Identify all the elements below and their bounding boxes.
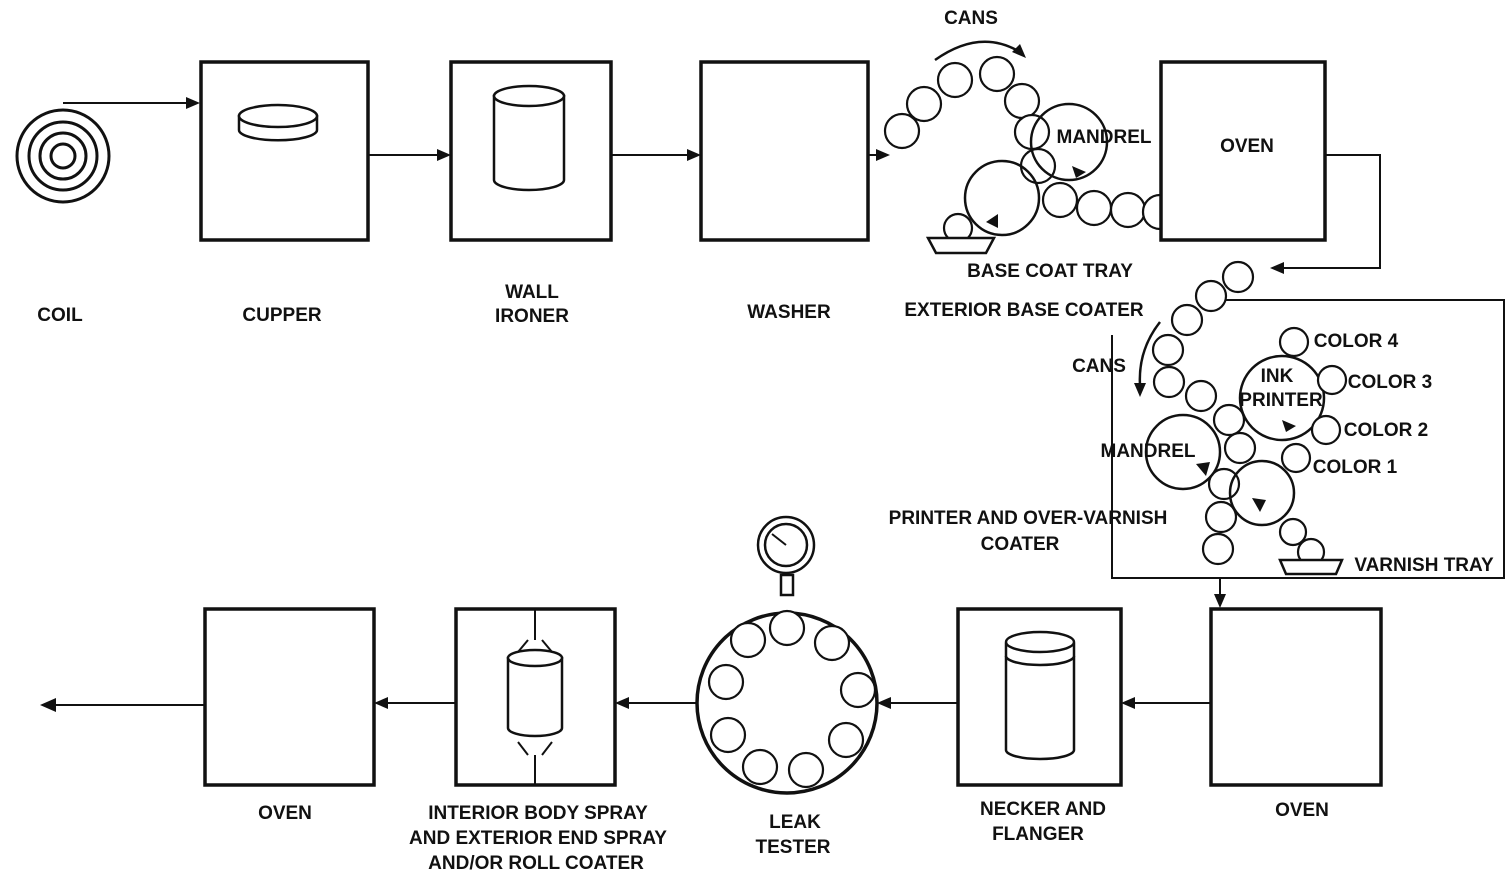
base-coat-tray-label: BASE COAT TRAY bbox=[967, 261, 1133, 282]
arrow-oven-to-printer bbox=[1282, 154, 1381, 269]
leak-tester-label-2: TESTER bbox=[756, 837, 831, 858]
color-stations bbox=[1278, 326, 1348, 474]
pressure-gauge-icon bbox=[756, 515, 816, 597]
base-coat-tray bbox=[925, 236, 997, 255]
necker-label-2: FLANGER bbox=[992, 824, 1084, 845]
spray-label-3: AND/OR ROLL COATER bbox=[428, 853, 644, 874]
printer-mandrel-label: MANDREL bbox=[1101, 441, 1196, 462]
spray-label-1: INTERIOR BODY SPRAY bbox=[428, 803, 648, 824]
washer-box bbox=[699, 60, 870, 242]
varnish-tray bbox=[1278, 558, 1344, 576]
wall-ironer-label-2: IRONER bbox=[495, 306, 569, 327]
washer-label: WASHER bbox=[747, 302, 831, 323]
wall-ironer-label-1: WALL bbox=[505, 282, 559, 303]
leak-tester-cans bbox=[707, 609, 877, 789]
printer-can-conveyor bbox=[1151, 260, 1257, 566]
varnish-roller bbox=[1228, 459, 1296, 527]
necker-label-1: NECKER AND bbox=[980, 799, 1106, 820]
color-1-label: COLOR 1 bbox=[1313, 457, 1398, 478]
printer-mandrel bbox=[1144, 413, 1222, 491]
oven-right-label: OVEN bbox=[1275, 800, 1329, 821]
base-coat-roller bbox=[963, 159, 1041, 237]
ink-printer-label-2: PRINTER bbox=[1239, 390, 1323, 411]
oven-right-box bbox=[1209, 607, 1383, 787]
oven-bottom-label: OVEN bbox=[258, 803, 312, 824]
cupper-label: CUPPER bbox=[242, 305, 321, 326]
leak-tester-label-1: LEAK bbox=[769, 812, 821, 833]
printer-label-1: PRINTER AND OVER-VARNISH bbox=[889, 508, 1168, 529]
cup-icon bbox=[237, 103, 319, 142]
base-coater-mandrel bbox=[1029, 102, 1109, 182]
printer-cans-direction-arrow bbox=[1138, 321, 1161, 386]
color-3-label: COLOR 3 bbox=[1348, 372, 1432, 393]
base-coater-mandrel-label: MANDREL bbox=[1057, 127, 1152, 148]
necked-can-icon bbox=[1004, 630, 1076, 761]
ink-printer-drum bbox=[1238, 354, 1326, 442]
base-coater-cans-label: CANS bbox=[944, 8, 998, 29]
can-body-icon bbox=[492, 84, 566, 192]
ink-printer-label-1: INK bbox=[1261, 366, 1294, 387]
oven-top-box bbox=[1159, 60, 1327, 242]
color-2-label: COLOR 2 bbox=[1344, 420, 1428, 441]
oven-top-label: OVEN bbox=[1220, 136, 1274, 157]
base-coater-label: EXTERIOR BASE COATER bbox=[904, 300, 1144, 321]
printer-label-2: COATER bbox=[981, 534, 1060, 555]
spray-label-2: AND EXTERIOR END SPRAY bbox=[409, 828, 667, 849]
coil-icon bbox=[15, 97, 200, 204]
cans-direction-arrow bbox=[934, 40, 1021, 62]
printer-cans-label: CANS bbox=[1072, 356, 1126, 377]
oven-bottom-box bbox=[203, 607, 376, 787]
spray-can-icon bbox=[506, 609, 564, 785]
varnish-tray-label: VARNISH TRAY bbox=[1354, 555, 1494, 576]
color-4-label: COLOR 4 bbox=[1314, 331, 1399, 352]
cupper-box bbox=[199, 60, 370, 242]
coil-label: COIL bbox=[37, 305, 83, 326]
